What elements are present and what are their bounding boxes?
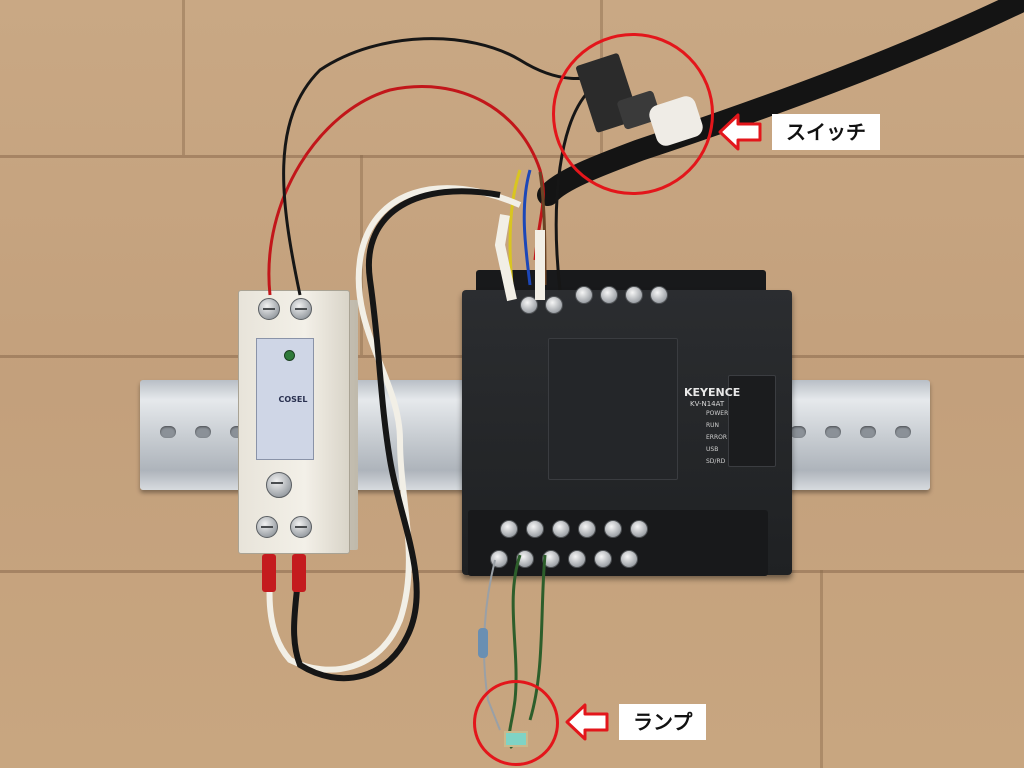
rail-slot (160, 426, 176, 438)
psu-dc-ok-led (284, 350, 295, 361)
lamp-callout-label: ランプ (619, 704, 707, 740)
plc-expansion-slot (728, 375, 776, 467)
plc-terminal-screw (575, 286, 593, 304)
rail-slot (825, 426, 841, 438)
plc-terminal-screw (650, 286, 668, 304)
plc-terminal-screw (516, 550, 534, 568)
plc-terminal-screw (625, 286, 643, 304)
plc-brand-label: KEYENCE (684, 386, 741, 399)
left-arrow-icon (718, 113, 762, 151)
white-terminal-sleeve (494, 214, 517, 302)
lamp-highlight-circle (473, 680, 559, 766)
plc-terminal-screw (630, 520, 648, 538)
plc-terminal-screw (568, 550, 586, 568)
rail-slot (895, 426, 911, 438)
blue-wire (522, 169, 532, 286)
white-cable (266, 185, 522, 673)
black-cable (291, 188, 501, 682)
plc-status-label: ERROR (706, 434, 728, 441)
psu-terminal-screw (290, 298, 312, 320)
red-crimp-terminal (262, 554, 276, 592)
floor-plank-seam (0, 155, 1024, 158)
floor-plank-joint (820, 570, 823, 768)
plc-terminal-screw (500, 520, 518, 538)
resistor (478, 628, 488, 658)
plc-terminal-screw (600, 286, 618, 304)
rail-slot (790, 426, 806, 438)
plc-terminal-screw (526, 520, 544, 538)
plc-model-label: KV-N14AT (690, 400, 725, 408)
plc-terminal-screw (552, 520, 570, 538)
plc-terminal-screw (545, 296, 563, 314)
rail-slot (195, 426, 211, 438)
plc-status-label: SD/RD (706, 458, 726, 465)
rail-slot (860, 426, 876, 438)
floor-plank-joint (182, 0, 185, 155)
plc-terminal-screw (594, 550, 612, 568)
plc-status-label: POWER (706, 410, 729, 417)
plc-terminal-screw (520, 296, 538, 314)
plc-terminal-screw (620, 550, 638, 568)
plc-terminal-screw (604, 520, 622, 538)
psu-trim-screw (266, 472, 292, 498)
psu-terminal-screw (290, 516, 312, 538)
plc-status-label: RUN (706, 422, 720, 429)
plc-status-label: USB (706, 446, 719, 453)
red-crimp-terminal (292, 554, 306, 592)
psu-terminal-screw (256, 516, 278, 538)
plc-terminal-screw (578, 520, 596, 538)
plc-front-cover (548, 338, 678, 480)
switch-callout-label: スイッチ (772, 114, 880, 150)
psu-brand-label: COSEL (278, 395, 308, 404)
switch-highlight-circle (552, 33, 714, 195)
psu-terminal-screw (258, 298, 280, 320)
black-wire (282, 37, 601, 296)
switch-callout: スイッチ (718, 112, 880, 152)
plc-terminal-screw (542, 550, 560, 568)
ground-wire (508, 169, 522, 286)
lamp-callout: ランプ (565, 702, 707, 742)
left-arrow-icon (565, 703, 609, 741)
